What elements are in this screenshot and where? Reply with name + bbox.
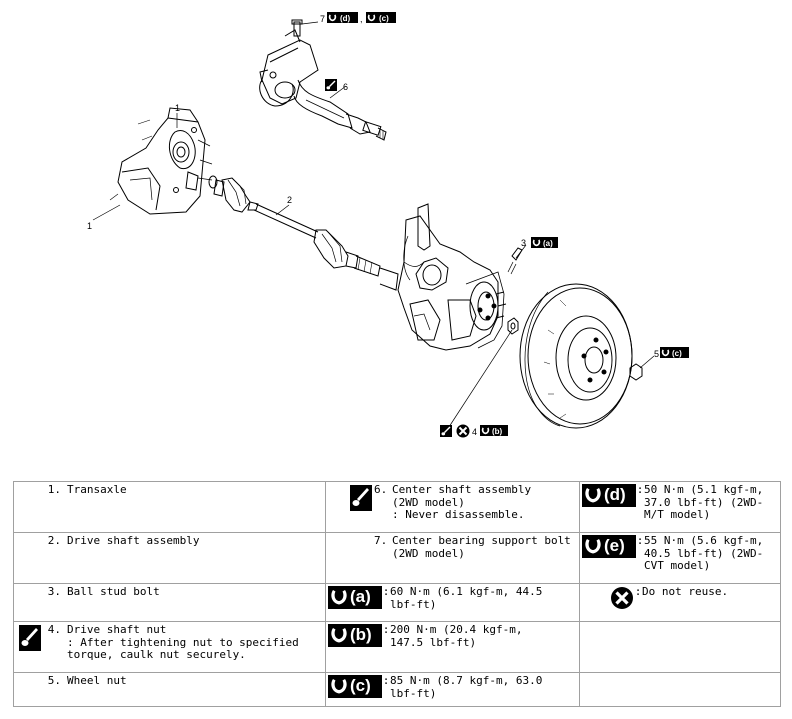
torque-spec-c: (c) : 85 N·m (8.7 kgf-m, 63.0 lbf-ft) xyxy=(325,672,580,707)
exploded-view-diagram: 1 1 2 3 4 5 6 7 , (d) (c) (a) (c) xyxy=(87,12,689,438)
item-text: Center shaft assembly (2WD model) : Neve… xyxy=(392,483,532,521)
steering-knuckle-hub xyxy=(379,203,507,351)
torque-spec-b: (b) : 200 N·m (20.4 kgf-m, 147.5 lbf-ft) xyxy=(325,621,580,673)
drive-shaft-nut xyxy=(507,317,519,335)
item-text: Center bearing support bolt (2WD model) xyxy=(392,534,571,560)
torque-wrench-icon xyxy=(585,488,601,503)
torque-wrench-icon xyxy=(327,12,338,23)
torque-tag-d: (d) xyxy=(340,14,351,23)
drive-shaft-assembly xyxy=(208,175,381,277)
torque-tag-d-box xyxy=(338,12,358,23)
torque-wrench-icon xyxy=(480,425,491,436)
torque-wrench-icon xyxy=(331,679,347,694)
torque-badge-d: (d) xyxy=(582,484,636,507)
callout-3: 3 xyxy=(521,238,526,248)
torque-spec-a: (a) : 60 N·m (6.1 kgf-m, 44.5 lbf-ft) xyxy=(325,583,580,622)
callout-comma: , xyxy=(360,14,363,24)
callout-1-lower: 1 xyxy=(87,221,92,231)
torque-text: 60 N·m (6.1 kgf-m, 44.5 lbf-ft) xyxy=(390,585,543,611)
torque-spec-e: (e) : 55 N·m (5.6 kgf-m, 40.5 lbf-ft) (2… xyxy=(579,532,781,584)
torque-tag-c2: (c) xyxy=(672,349,682,358)
item-number: 6. xyxy=(374,483,388,496)
caution-brush-icon xyxy=(440,425,452,437)
torque-wrench-icon xyxy=(331,590,347,605)
torque-wrench-icon xyxy=(660,347,671,358)
item-number: 7. xyxy=(374,534,388,547)
legend-item-1: 1. Transaxle xyxy=(13,481,326,533)
torque-text: 55 N·m (5.6 kgf-m, 40.5 lbf-ft) (2WD- CV… xyxy=(644,534,764,572)
callout-2: 2 xyxy=(287,195,292,205)
item-number: 2. xyxy=(47,534,61,547)
ball-stud-bolt xyxy=(507,247,523,275)
wheel-nut xyxy=(629,363,643,381)
item-number: 4. xyxy=(47,623,61,636)
diagram-tags: (d) (c) (a) (c) (b) xyxy=(325,12,689,438)
torque-tag-c-box xyxy=(377,12,396,23)
item-number: 3. xyxy=(47,585,61,598)
caution-brush-icon xyxy=(325,79,337,91)
torque-spec-d: (d) : 50 N·m (5.1 kgf-m, 37.0 lbf-ft) (2… xyxy=(579,481,781,533)
torque-tag-a-box xyxy=(542,237,558,248)
torque-wrench-icon xyxy=(585,539,601,554)
item-text: Ball stud bolt xyxy=(67,585,160,598)
legend-row: 5. Wheel nut (c) : 85 N·m (8.7 kgf-m, 63… xyxy=(13,672,781,707)
torque-tag-b: (b) xyxy=(492,427,503,436)
legend-item-4: 4. Drive shaft nut : After tightening nu… xyxy=(13,621,326,673)
caution-brush-icon xyxy=(348,484,374,511)
torque-text: 200 N·m (20.4 kgf-m, 147.5 lbf-ft) xyxy=(390,623,523,649)
torque-wrench-icon xyxy=(331,628,347,643)
do-not-reuse-icon xyxy=(611,587,633,609)
item-number: 5. xyxy=(47,674,61,687)
callout-7: 7 xyxy=(320,14,325,24)
callout-1-upper: 1 xyxy=(175,103,180,113)
torque-tag-c2-box xyxy=(671,347,689,358)
torque-text: 85 N·m (8.7 kgf-m, 63.0 lbf-ft) xyxy=(390,674,543,700)
legend-row: 1. Transaxle 6. Center shaft assembly (2… xyxy=(13,481,781,533)
torque-badge-e: (e) xyxy=(582,535,636,558)
item-text: Drive shaft nut : After tightening nut t… xyxy=(67,623,299,661)
torque-tag-c: (c) xyxy=(379,14,389,23)
do-not-reuse-text: Do not reuse. xyxy=(642,585,729,598)
legend-item-6: 6. Center shaft assembly (2WD model) : N… xyxy=(325,481,580,533)
torque-tag-a: (a) xyxy=(543,239,553,248)
empty-cell xyxy=(579,621,781,673)
legend-row: 2. Drive shaft assembly 7. Center bearin… xyxy=(13,532,781,584)
torque-badge-c: (c) xyxy=(328,675,382,698)
transaxle-housing xyxy=(109,107,213,215)
torque-badge-b: (b) xyxy=(328,624,382,647)
torque-badge-a: (a) xyxy=(328,586,382,609)
callout-5: 5 xyxy=(654,349,659,359)
leader-lines xyxy=(92,21,655,431)
legend-row: 3. Ball stud bolt (a) : 60 N·m (6.1 kgf-… xyxy=(13,583,781,622)
legend-table: 1. Transaxle 6. Center shaft assembly (2… xyxy=(13,481,781,707)
item-text: Wheel nut xyxy=(67,674,127,687)
wheel-tire xyxy=(519,283,633,429)
torque-wrench-icon xyxy=(531,237,542,248)
callout-6: 6 xyxy=(343,82,348,92)
do-not-reuse-icon xyxy=(456,424,470,438)
do-not-reuse-legend: : Do not reuse. xyxy=(579,583,781,622)
empty-cell xyxy=(579,672,781,707)
legend-item-5: 5. Wheel nut xyxy=(13,672,326,707)
torque-text: 50 N·m (5.1 kgf-m, 37.0 lbf-ft) (2WD- M/… xyxy=(644,483,764,521)
item-number: 1. xyxy=(47,483,61,496)
legend-item-2: 2. Drive shaft assembly xyxy=(13,532,326,584)
legend-item-7: 7. Center bearing support bolt (2WD mode… xyxy=(325,532,580,584)
callout-labels: 1 1 2 3 4 5 6 7 , xyxy=(87,14,659,437)
item-text: Transaxle xyxy=(67,483,127,496)
legend-row: 4. Drive shaft nut : After tightening nu… xyxy=(13,621,781,673)
legend-item-3: 3. Ball stud bolt xyxy=(13,583,326,622)
item-text: Drive shaft assembly xyxy=(67,534,200,547)
center-shaft-assembly xyxy=(259,19,387,141)
caution-brush-icon xyxy=(17,624,43,651)
torque-tag-b-box xyxy=(491,425,508,436)
callout-4: 4 xyxy=(472,427,477,437)
torque-wrench-icon xyxy=(366,12,377,23)
